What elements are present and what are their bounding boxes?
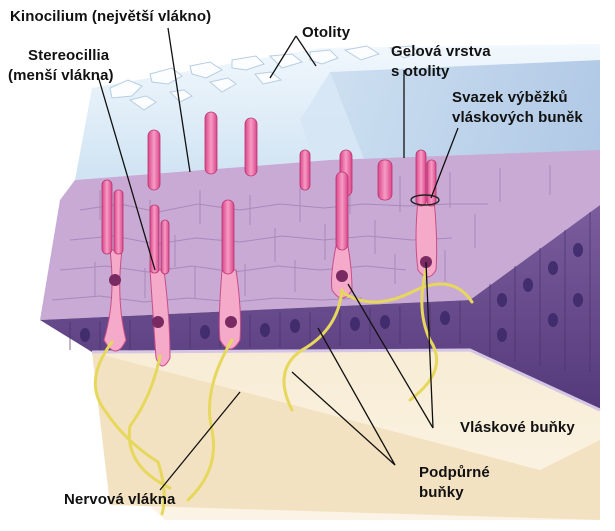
label-gel-layer-line2: s otolity (391, 62, 449, 81)
label-stereocilia-line1: Stereocillia (28, 46, 109, 65)
label-hair-cells: Vláskové buňky (460, 418, 575, 437)
label-supporting-cells-line1: Podpůrné (419, 463, 490, 482)
label-bundle-line2: vláskových buněk (452, 108, 583, 127)
label-supporting-cells-line2: buňky (419, 483, 464, 502)
label-kinocilium: Kinocilium (největší vlákno) (10, 7, 211, 26)
label-gel-layer-line1: Gelová vrstva (391, 42, 491, 61)
label-nerve-fibers: Nervová vlákna (64, 490, 175, 509)
label-bundle-line1: Svazek výběžků (452, 88, 568, 107)
label-otolity: Otolity (302, 23, 350, 42)
label-stereocilia-line2: (menší vlákna) (8, 66, 114, 85)
hair-cell-5 (416, 150, 437, 277)
